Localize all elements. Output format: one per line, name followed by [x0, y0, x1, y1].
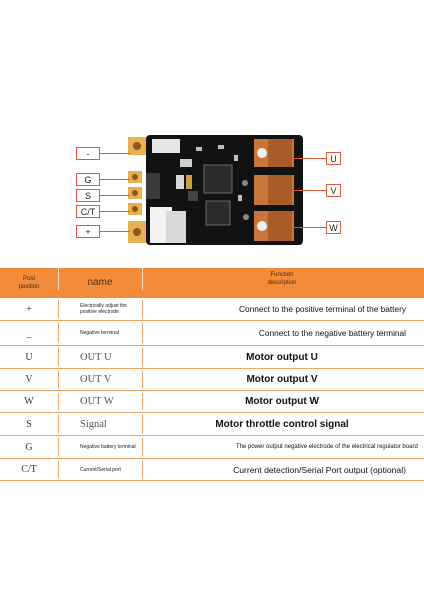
- row-name: OUT U: [80, 351, 112, 363]
- table-row: + Electrically adjust the positive elect…: [0, 298, 424, 321]
- callout-positive-line: [100, 231, 130, 232]
- callout-negative: -: [76, 147, 100, 160]
- table-header: Post position name Function description: [0, 268, 424, 298]
- row-function: Motor throttle control signal: [215, 418, 349, 430]
- callout-g: G: [76, 173, 100, 186]
- row-position: G: [25, 441, 33, 453]
- esc-board-image: [128, 135, 303, 245]
- row-position: U: [25, 351, 33, 363]
- esc-board-diagram: - G S C/T + U V W: [0, 125, 424, 255]
- row-function: Motor output V: [246, 374, 318, 385]
- row-name: Electrically adjust the positive electro…: [80, 303, 127, 315]
- callout-s-line: [100, 195, 130, 196]
- callout-positive: +: [76, 225, 100, 238]
- row-position: C/T: [21, 464, 37, 475]
- row-function: The power output negative electrode of t…: [236, 443, 418, 450]
- table-row: C/T Current/Serial port Current detectio…: [0, 459, 424, 481]
- row-function: Connect to the positive terminal of the …: [239, 304, 406, 314]
- table-row: V OUT V Motor output V: [0, 369, 424, 391]
- row-function: Current detection/Serial Port output (op…: [233, 464, 406, 475]
- row-name: Negative battery terminal: [80, 444, 136, 450]
- table-row: W OUT W Motor output W: [0, 391, 424, 413]
- callout-ct-line: [100, 211, 130, 212]
- callout-v: V: [326, 184, 341, 197]
- callout-u: U: [326, 152, 341, 165]
- row-function: Motor output W: [245, 396, 319, 407]
- header-divider: [58, 268, 59, 290]
- callout-s: S: [76, 189, 100, 202]
- header-post-position: Post position: [18, 276, 40, 290]
- callout-w-line: [294, 227, 326, 228]
- header-divider: [142, 268, 143, 290]
- pin-function-table: Post position name Function description …: [0, 268, 424, 481]
- table-row: _ Negative terminal Connect to the negat…: [0, 321, 424, 346]
- callout-negative-line: [100, 153, 130, 154]
- row-function: Motor output U: [246, 351, 318, 363]
- row-position: V: [25, 374, 33, 385]
- callout-g-line: [100, 179, 130, 180]
- row-position: +: [26, 303, 32, 315]
- row-position: _: [26, 327, 32, 339]
- row-position: S: [26, 418, 32, 430]
- table-row: G Negative battery terminal The power ou…: [0, 436, 424, 459]
- row-name: Signal: [80, 418, 107, 430]
- callout-w: W: [326, 221, 341, 234]
- row-position: W: [24, 396, 34, 407]
- row-name: Current/Serial port: [80, 466, 121, 473]
- row-function: Connect to the negative battery terminal: [258, 328, 406, 338]
- table-row: S Signal Motor throttle control signal: [0, 413, 424, 436]
- header-function-description: Function description: [267, 272, 297, 286]
- row-name: Negative terminal: [80, 330, 119, 336]
- header-name: name: [87, 277, 113, 288]
- row-name: OUT W: [80, 396, 114, 407]
- table-row: U OUT U Motor output U: [0, 346, 424, 369]
- row-name: OUT V: [80, 374, 112, 385]
- callout-v-line: [294, 190, 326, 191]
- callout-ct: C/T: [76, 205, 100, 218]
- callout-u-line: [294, 158, 326, 159]
